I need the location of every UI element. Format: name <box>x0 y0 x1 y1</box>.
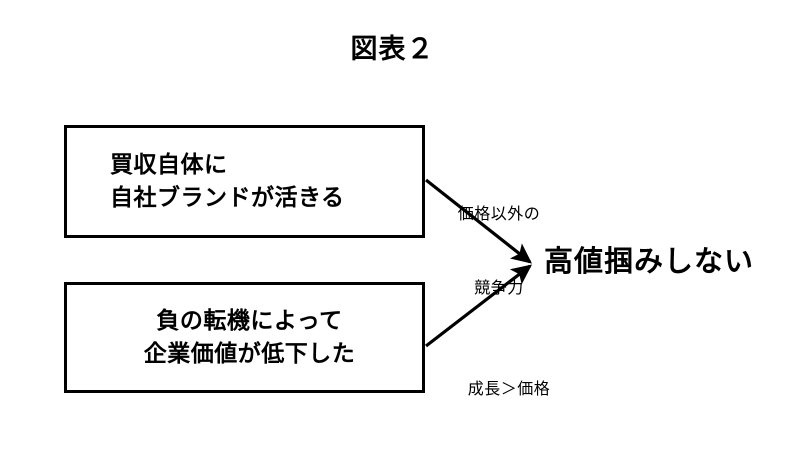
edge-label-competitiveness-line-1: 価格以外の <box>457 203 541 223</box>
flow-box-acquisition-line-2: 自社ブランドが活きる <box>110 184 345 211</box>
flow-box-acquisition: 買収自体に 自社ブランドが活きる <box>64 125 425 238</box>
flow-box-valuation-line-1: 負の転機によって <box>156 307 343 334</box>
flow-box-valuation-line-2: 企業価値が低下した <box>143 340 356 367</box>
edge-label-competitiveness: 価格以外の 競争力 <box>445 152 553 350</box>
edge-label-growth-potential-line-1: 成長＞価格 <box>467 378 551 398</box>
flow-box-acquisition-line-1: 買収自体に <box>110 151 228 178</box>
conclusion-label: 高値掴みしない <box>544 244 755 278</box>
flow-box-valuation: 負の転機によって 企業価値が低下した <box>64 282 425 393</box>
page-title: 図表２ <box>350 34 435 65</box>
edge-label-competitiveness-line-2: 競争力 <box>474 277 524 297</box>
edge-label-growth-potential: 成長＞価格 可能性高 <box>450 327 568 453</box>
